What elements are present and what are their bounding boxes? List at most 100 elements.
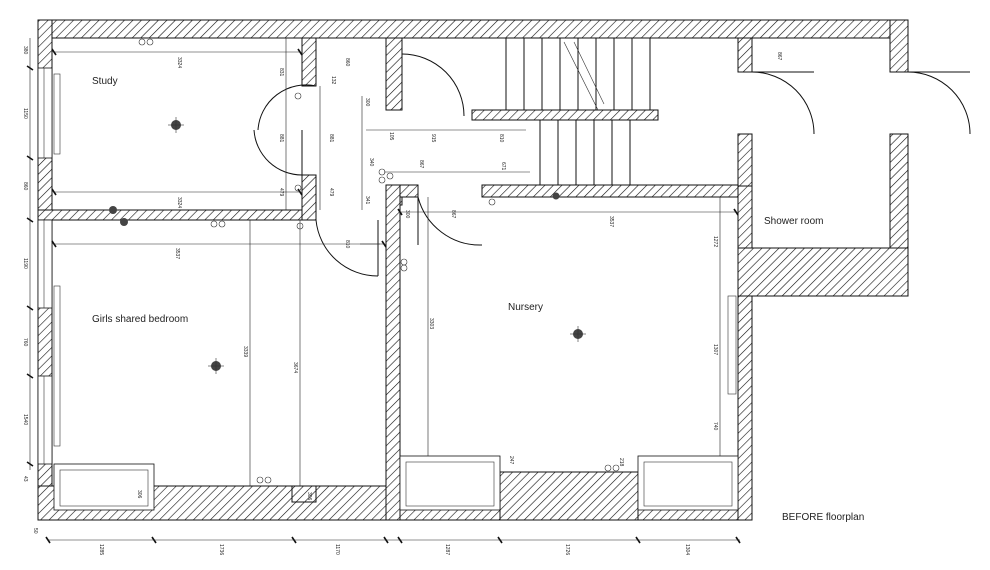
sockets [138, 38, 620, 484]
dim-label: 300 [404, 210, 410, 219]
dim-label: 380 [22, 46, 28, 55]
dim-label: 3324 [176, 197, 182, 208]
ceiling-light-icon [109, 206, 117, 214]
dim-label: 1150 [22, 108, 28, 119]
dim-label: 1190 [22, 258, 28, 269]
external-door [907, 71, 971, 135]
dim-label: 1304 [684, 544, 690, 555]
dim-label: 218 [618, 458, 624, 467]
wall-shower-left-lower [737, 133, 753, 187]
dim-label: 760 [22, 338, 28, 347]
dim-label: 860 [344, 58, 350, 67]
dim-label: 3303 [428, 318, 434, 329]
wall-bedroom-nursery [385, 184, 401, 521]
dim-label: 831 [278, 68, 284, 77]
wall-study-bedroom [37, 209, 317, 221]
plan-caption: BEFORE floorplan [782, 512, 864, 523]
ceiling-light-icon [120, 218, 128, 226]
staircase [505, 38, 651, 185]
dim-label: 300 [364, 98, 370, 107]
dim-label: 105 [388, 132, 394, 141]
dim-label: 881 [328, 134, 334, 143]
double-socket-icon [256, 476, 272, 484]
radiators [53, 73, 737, 447]
dim-label: 1307 [712, 344, 718, 355]
dim-label: 867 [776, 52, 782, 61]
dim-label: 740 [712, 422, 718, 431]
bay-window-nursery-left [399, 455, 501, 511]
wall-hall-upper [385, 37, 403, 111]
dim-label: 247 [508, 456, 514, 465]
room-label-study: Study [92, 76, 118, 87]
dim-label: 1287 [444, 544, 450, 555]
doors [253, 53, 971, 277]
ceiling-lights [109, 117, 586, 374]
dim-label: 1285 [98, 544, 104, 555]
left-windows [37, 67, 53, 465]
dim-label: 50 [32, 528, 38, 534]
room-label-girls-bedroom: Girls shared bedroom [92, 314, 188, 325]
dim-label: 867 [450, 210, 456, 219]
wall-shower-right-upper [889, 19, 909, 73]
dim-label: 1170 [334, 544, 340, 555]
bay-window-nursery-right [637, 455, 739, 511]
dim-label: 881 [278, 134, 284, 143]
wall-girls-lower-right [291, 485, 317, 503]
dim-label: 3537 [608, 216, 614, 227]
study-door [253, 129, 303, 176]
room-label-nursery: Nursery [508, 302, 543, 313]
dim-label: 1272 [712, 236, 718, 247]
dim-label: 860 [22, 182, 28, 191]
walls [37, 19, 909, 521]
wall-stair-landing [471, 109, 659, 121]
dim-label: 671 [500, 162, 506, 171]
wall-nursery-top-right [481, 184, 739, 198]
shower-door [751, 71, 815, 135]
dim-label: 43 [22, 476, 28, 482]
wall-nursery-top [399, 184, 419, 198]
wall-top [37, 19, 909, 39]
room-label-shower-room: Shower room [764, 216, 823, 227]
dim-label: 340 [368, 158, 374, 167]
wall-shower-bottom [737, 247, 909, 297]
dim-label: 1540 [22, 414, 28, 425]
bay-windows [53, 455, 739, 511]
dim-label: 867 [418, 160, 424, 169]
bay-window-girls [53, 463, 155, 511]
wall-shower-left-upper [737, 37, 753, 73]
ceiling-light-icon [552, 192, 560, 200]
dim-label: 479 [328, 188, 334, 197]
dim-label: 1736 [218, 544, 224, 555]
dim-label: 915 [430, 134, 436, 143]
dim-label: 132 [330, 76, 336, 85]
dim-label: 3324 [176, 57, 182, 68]
radiator-girls [53, 285, 61, 447]
wall-right-nursery [737, 184, 753, 521]
girls-door [315, 219, 379, 277]
hall-door [401, 53, 465, 117]
dimension-labels: 3324 3324 831 881 479 380 1150 860 1190 … [22, 46, 782, 555]
dim-label: 3674 [292, 362, 298, 373]
ceiling-light-icon [168, 117, 184, 133]
nursery-door [417, 196, 483, 246]
dim-label: 810 [344, 240, 350, 249]
dim-label: 306 [136, 490, 142, 499]
dim-label: 306 [306, 492, 312, 501]
dim-label: 810 [498, 134, 504, 143]
wall-nursery-bottom-mid [499, 471, 639, 521]
wall-study-right-lower [301, 174, 317, 221]
dim-label: 479 [278, 188, 284, 197]
double-socket-icon [378, 168, 394, 184]
dim-label: 1726 [564, 544, 570, 555]
dim-label: 3537 [174, 248, 180, 259]
wall-study-right-upper [301, 37, 317, 87]
radiator-study [53, 73, 61, 155]
ceiling-light-icon [208, 358, 224, 374]
dim-label: 3339 [242, 346, 248, 357]
double-socket-icon [400, 258, 408, 272]
ceiling-light-icon [570, 326, 586, 342]
double-socket-icon [138, 38, 154, 46]
double-socket-icon [604, 464, 620, 472]
dim-label: 341 [364, 196, 370, 205]
